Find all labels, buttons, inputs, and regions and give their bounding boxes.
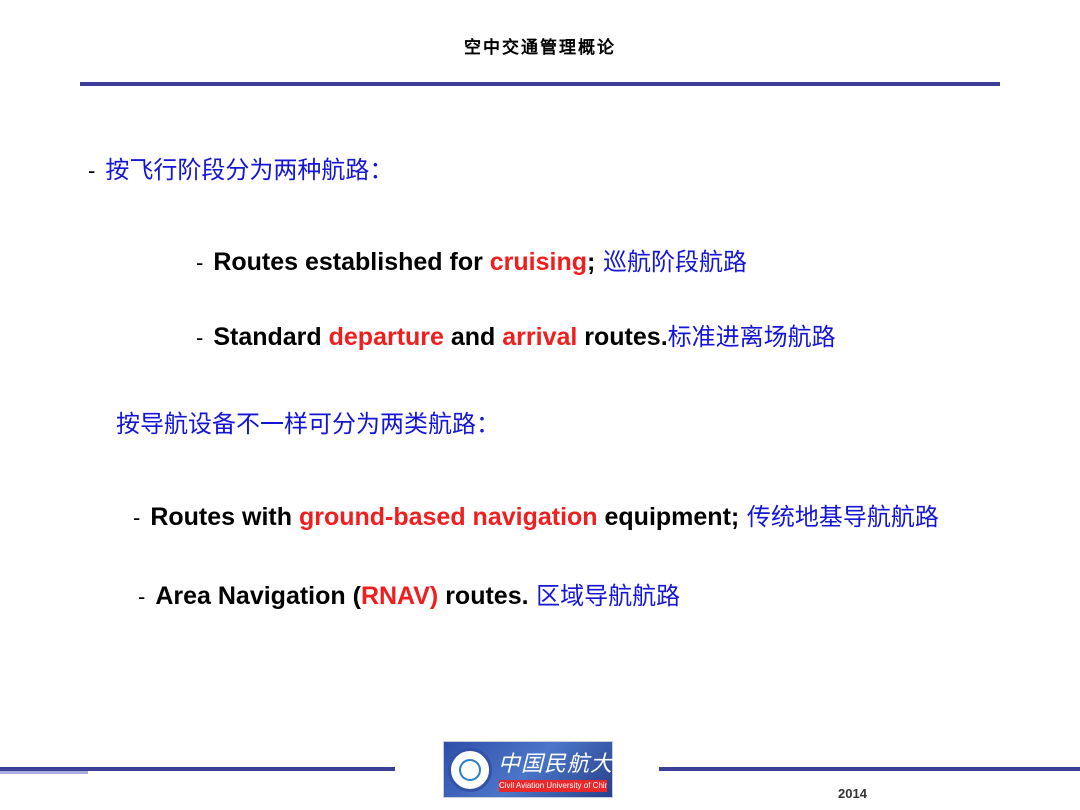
- section2-heading: 按导航设备不一样可分为两类航路：: [116, 410, 500, 438]
- bullet-dash: -: [133, 505, 141, 530]
- item2-highlight-departure: departure: [328, 323, 444, 351]
- university-logo: 中国民航大学 Civil Aviation University of Chin…: [443, 741, 635, 798]
- item3-highlight: ground-based navigation: [298, 503, 598, 531]
- route-item-departure-arrival: -Standard departure and arrival routes.标…: [196, 317, 836, 352]
- item3-text-a: Routes with: [150, 503, 299, 531]
- bullet-dash: -: [196, 325, 204, 350]
- item2-text-b: and: [443, 323, 503, 351]
- item1-text-b: ;: [587, 248, 596, 276]
- section1-heading: 按飞行阶段分为两种航路：: [105, 156, 394, 184]
- header-divider: [80, 82, 1000, 86]
- item2-chinese: 标准进离场航路: [667, 323, 836, 351]
- route-item-ground-based: -Routes with ground-based navigation equ…: [133, 497, 939, 532]
- item2-highlight-arrival: arrival: [502, 323, 578, 351]
- footer-divider-right: [659, 767, 1080, 771]
- item2-text-a: Standard: [213, 323, 329, 351]
- slide-header-title: 空中交通管理概论: [464, 38, 616, 58]
- item2-text-c: routes.: [577, 323, 668, 351]
- item4-text-a: Area Navigation (: [155, 582, 361, 610]
- item4-text-b: routes.: [438, 582, 529, 610]
- footer-divider-left: [0, 767, 395, 771]
- item4-chinese: 区域导航航路: [528, 582, 681, 610]
- item1-text-a: Routes established for: [213, 248, 490, 276]
- item3-chinese: 传统地基导航航路: [739, 503, 939, 531]
- section2-heading-line: 按导航设备不一样可分为两类航路：: [116, 404, 500, 439]
- bullet-dash: -: [196, 250, 204, 275]
- route-item-rnav: -Area Navigation (RNAV) routes. 区域导航航路: [138, 576, 680, 611]
- section1-heading-line: -按飞行阶段分为两种航路：: [88, 150, 393, 185]
- bullet-dash: -: [88, 158, 96, 183]
- university-seal-icon: [448, 748, 492, 792]
- item1-chinese: 巡航阶段航路: [595, 248, 747, 276]
- item1-highlight: cruising: [489, 248, 588, 276]
- item3-text-b: equipment;: [597, 503, 740, 531]
- logo-english-name: Civil Aviation University of China: [499, 780, 607, 792]
- item4-highlight: RNAV): [360, 582, 439, 610]
- footer-divider-left-accent: [0, 771, 88, 774]
- logo-chinese-name: 中国民航大学: [498, 752, 637, 777]
- footer-year: 2014: [838, 786, 867, 801]
- bullet-dash: -: [138, 584, 146, 609]
- route-item-cruising: -Routes established for cruising; 巡航阶段航路: [196, 242, 747, 277]
